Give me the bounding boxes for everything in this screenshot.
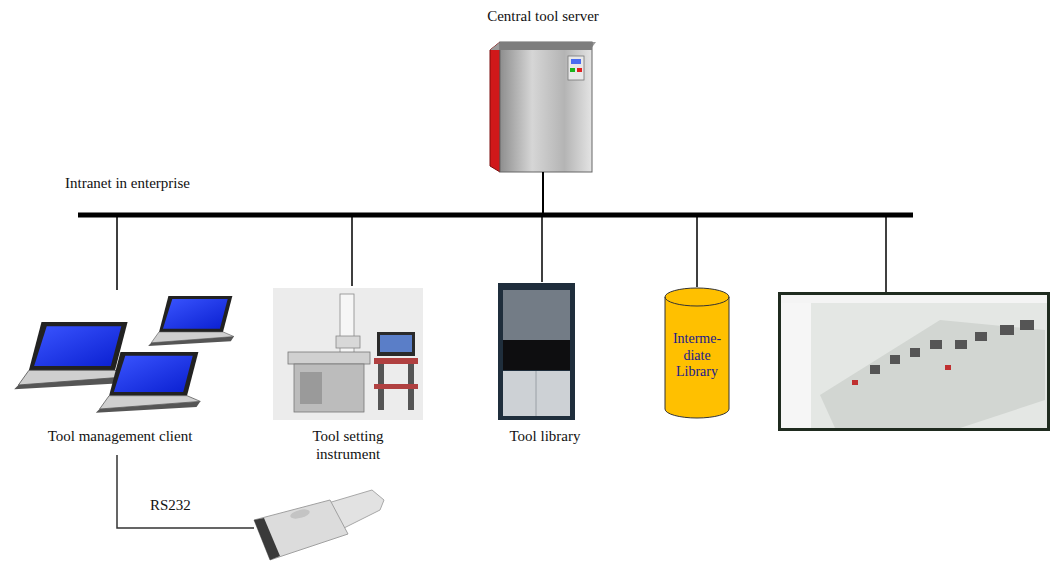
- node-caption: Tool management client: [48, 427, 193, 445]
- illustration-part: [778, 292, 1050, 431]
- illustration-part: [505, 60, 506, 168]
- illustration-part: [577, 68, 582, 72]
- cylinder-body: [665, 288, 729, 418]
- illustration-part: [945, 365, 951, 370]
- illustration-part: [254, 500, 348, 560]
- illustration-part: [571, 59, 581, 64]
- node-caption: Tool setting instrument: [287, 427, 409, 463]
- illustration-part: [288, 352, 370, 364]
- illustration-part: [374, 384, 418, 389]
- illustration-part: [781, 295, 1047, 428]
- illustration-part: [536, 371, 537, 416]
- illustration-part: [930, 340, 942, 349]
- node-caption: Tool library: [509, 427, 580, 445]
- server-node: Central tool server: [468, 4, 618, 172]
- network-link: [352, 172, 543, 286]
- tool-library-cabinet: [498, 283, 575, 420]
- illustration-part: [955, 340, 967, 349]
- illustration-part: [289, 508, 310, 521]
- illustration-part: [300, 372, 322, 404]
- cylinder-node: Interme-diate Library: [664, 287, 730, 419]
- library-node: Tool library: [490, 282, 600, 448]
- illustration-part: [336, 336, 360, 348]
- illustration-part: [503, 340, 570, 370]
- illustration-part: [490, 42, 500, 172]
- illustration-part: [910, 348, 920, 357]
- illustration-part: [498, 283, 575, 420]
- illustration-part: [820, 320, 1045, 428]
- illustration-part: [114, 356, 193, 392]
- illustration-part: [1020, 320, 1034, 330]
- illustration-part: [890, 355, 900, 364]
- node-caption: Central tool server: [487, 7, 599, 25]
- illustration-part: [163, 299, 228, 329]
- illustration-part: [503, 290, 570, 340]
- illustration-part: [374, 358, 418, 364]
- illustration-part: [570, 68, 575, 72]
- illustration-part: [34, 326, 121, 366]
- monitoring-screen: [778, 292, 1050, 431]
- rs232-wire: [117, 455, 254, 528]
- laptop-icon: [148, 296, 234, 346]
- laptop-icon: [96, 352, 201, 413]
- illustration-part: [852, 380, 858, 385]
- illustration-part: [568, 56, 584, 80]
- illustration-part: [500, 42, 592, 50]
- illustration-part: [29, 322, 128, 370]
- node-caption: Interme-diate Library: [668, 331, 726, 381]
- server-icon: [490, 42, 596, 172]
- illustration-part: [781, 303, 811, 428]
- illustration-part: [975, 332, 987, 341]
- illustration-part: [159, 296, 232, 332]
- network-link: [543, 172, 697, 287]
- barcode-scanner: [254, 490, 384, 560]
- illustration-part: [273, 288, 423, 420]
- client-node: Tool management client: [5, 290, 235, 448]
- illustration-part: [503, 371, 570, 416]
- illustration-part: [377, 332, 415, 356]
- illustration-part: [254, 518, 280, 560]
- tool-setting-instrument: [273, 288, 423, 420]
- instrument-node: Tool setting instrument: [272, 286, 424, 466]
- illustration-part: [380, 335, 412, 352]
- illustration-part: [490, 42, 596, 50]
- illustration-part: [96, 401, 201, 412]
- illustration-part: [109, 352, 198, 396]
- illustration-part: [1000, 325, 1014, 335]
- illustration-part: [148, 337, 234, 346]
- cylinder-rim: [665, 297, 729, 306]
- illustration-part: [500, 42, 592, 172]
- network-label: Intranet in enterprise: [65, 174, 190, 192]
- interface-label: RS232: [150, 496, 191, 514]
- illustration-part: [781, 295, 1047, 303]
- illustration-part: [340, 294, 354, 360]
- laptop-icon: [14, 322, 130, 389]
- illustration-part: [870, 365, 880, 374]
- illustration-part: [294, 364, 364, 412]
- bus-drop: [885, 215, 887, 292]
